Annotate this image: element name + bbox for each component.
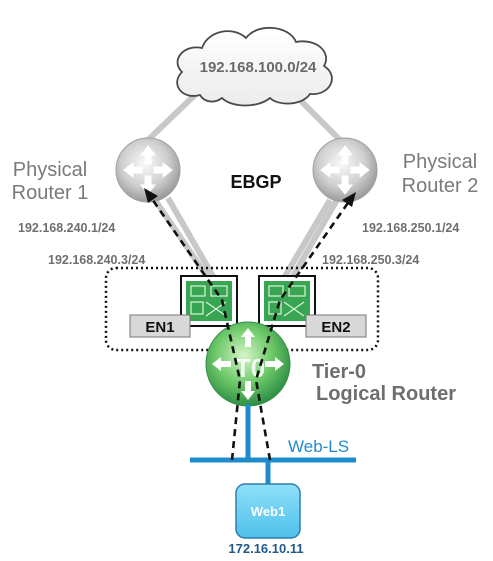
en2-uplink-ip: 192.168.250.3/24	[322, 253, 419, 267]
traffic-path-via-en1	[148, 195, 242, 461]
tier0-name-line1: Tier-0	[312, 361, 366, 383]
en2-label-box	[305, 314, 367, 338]
traffic-path-via-en2	[254, 199, 352, 461]
edge-node-1: EN1	[129, 275, 238, 338]
en2-label: EN2	[321, 319, 350, 336]
link-router2-en2	[281, 198, 333, 280]
arrowhead-router2-icon	[342, 192, 356, 207]
edge-node-2: EN2	[258, 275, 367, 338]
en1-label: EN1	[145, 319, 174, 336]
web-ls-segment: Web-LS	[190, 404, 356, 488]
physical-router-1: Physical Router 1 192.168.240.1/24	[12, 137, 181, 235]
tier0-arrows-icon	[212, 328, 284, 400]
tier0-logical-router: T0 Tier-0 Logical Router	[205, 321, 456, 407]
router-2-ip: 192.168.250.1/24	[362, 221, 459, 235]
cloud-network: 192.168.100.0/24	[176, 26, 333, 107]
router-1-ip: 192.168.240.1/24	[18, 221, 115, 235]
link-router1-en2	[152, 198, 211, 280]
segment-label: Web-LS	[288, 437, 349, 456]
link-router2-en1	[289, 196, 341, 280]
router-2-name-line2: Router 2	[402, 175, 479, 197]
en1-label-box	[129, 314, 191, 338]
cloud-shape	[176, 26, 333, 107]
en2-icon-detail	[268, 285, 306, 317]
vm-icon	[235, 483, 301, 539]
arrowhead-router1-icon	[144, 188, 158, 203]
link-router1-en1	[165, 196, 217, 280]
link-cloud-router1	[145, 87, 203, 143]
tier0-name-line2: Logical Router	[316, 383, 456, 405]
traffic-arrowheads	[144, 188, 356, 207]
cloud-network-label: 192.168.100.0/24	[200, 59, 317, 76]
physical-router-2: Physical Router 2 192.168.250.1/24	[312, 137, 479, 235]
tier0-badge: T0	[235, 353, 265, 383]
vm-web1: Web1 172.16.10.11	[228, 483, 304, 556]
vm-label: Web1	[251, 504, 285, 519]
en1-uplink-ip: 192.168.240.3/24	[48, 253, 145, 267]
protocol-label: EBGP	[230, 172, 281, 192]
router-1-arrows-icon	[123, 145, 173, 195]
vm-ip: 172.16.10.11	[228, 541, 303, 556]
router-1-name-line1: Physical	[13, 159, 87, 181]
router-2-name-line1: Physical	[403, 151, 477, 173]
router-1-name-line2: Router 1	[12, 182, 89, 204]
router-2-arrows-icon	[320, 145, 370, 195]
traffic-paths	[148, 195, 352, 461]
